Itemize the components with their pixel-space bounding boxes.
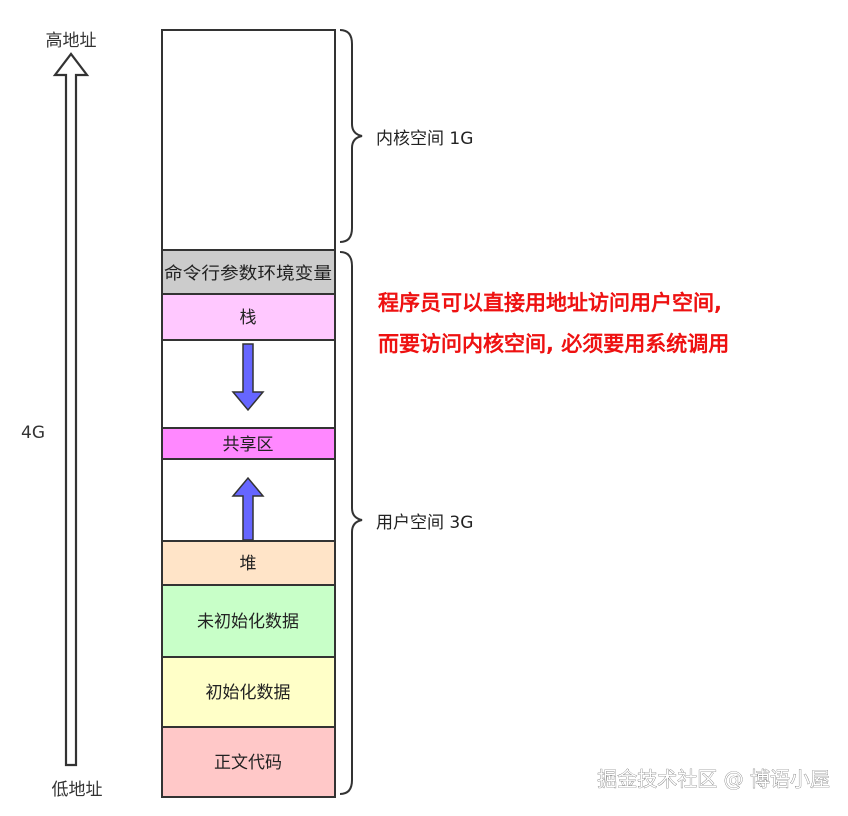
stack-segment bbox=[161, 293, 336, 341]
user-space-label: 用户空间 3G bbox=[376, 513, 473, 533]
address-axis-arrow bbox=[52, 52, 90, 767]
text-segment bbox=[161, 726, 336, 798]
note-line-2: 而要访问内核空间, 必须要用系统调用 bbox=[378, 332, 729, 356]
shared-region-segment bbox=[161, 427, 336, 460]
address-size-label: 4G bbox=[21, 423, 45, 443]
cmdline-env-segment bbox=[161, 249, 336, 295]
heap-grows-up-arrow bbox=[231, 476, 265, 541]
shared-region-label: 共享区 bbox=[223, 435, 274, 455]
heap-segment bbox=[161, 540, 336, 586]
cmdline-env-label: 命令行参数环境变量 bbox=[164, 264, 332, 284]
memory-column bbox=[161, 29, 336, 798]
data-label: 初始化数据 bbox=[206, 683, 291, 703]
stack-label: 栈 bbox=[240, 308, 257, 328]
kernel-space-segment bbox=[161, 29, 336, 251]
data-segment bbox=[161, 656, 336, 728]
low-address-label: 低地址 bbox=[52, 780, 103, 800]
bss-label: 未初始化数据 bbox=[197, 612, 299, 632]
heap-label: 堆 bbox=[240, 554, 257, 574]
user-space-brace bbox=[339, 251, 363, 795]
watermark: 掘金技术社区 @ 博语小屋 bbox=[597, 767, 830, 791]
high-address-label: 高地址 bbox=[46, 31, 97, 51]
text-code-label: 正文代码 bbox=[214, 753, 282, 773]
kernel-space-label: 内核空间 1G bbox=[376, 129, 473, 149]
stack-grows-down-arrow bbox=[231, 343, 265, 412]
kernel-space-brace bbox=[339, 29, 363, 243]
note-line-1: 程序员可以直接用地址访问用户空间, bbox=[378, 291, 722, 315]
